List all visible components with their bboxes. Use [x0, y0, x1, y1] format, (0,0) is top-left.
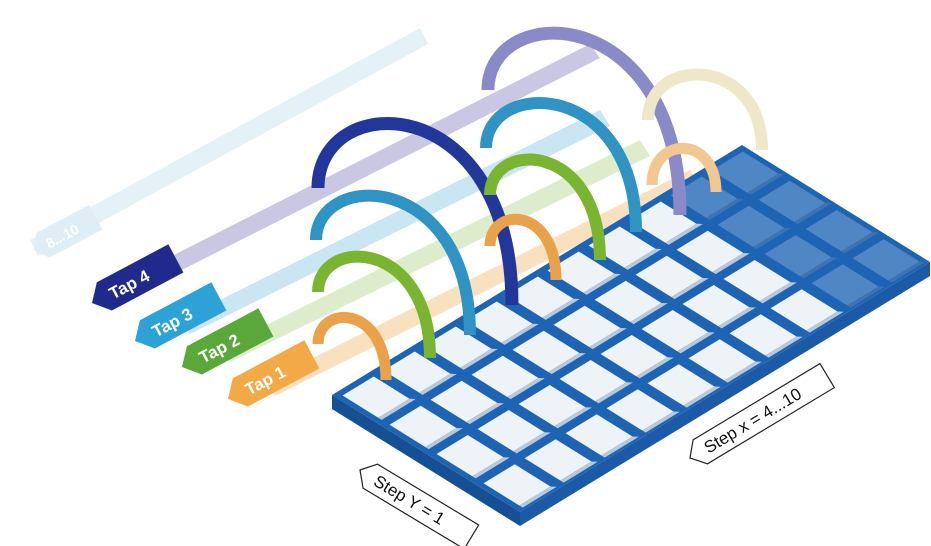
tap-labels: 8...10 Tap 4 Tap 3 Tap 2 Tap 1 — [27, 205, 319, 413]
